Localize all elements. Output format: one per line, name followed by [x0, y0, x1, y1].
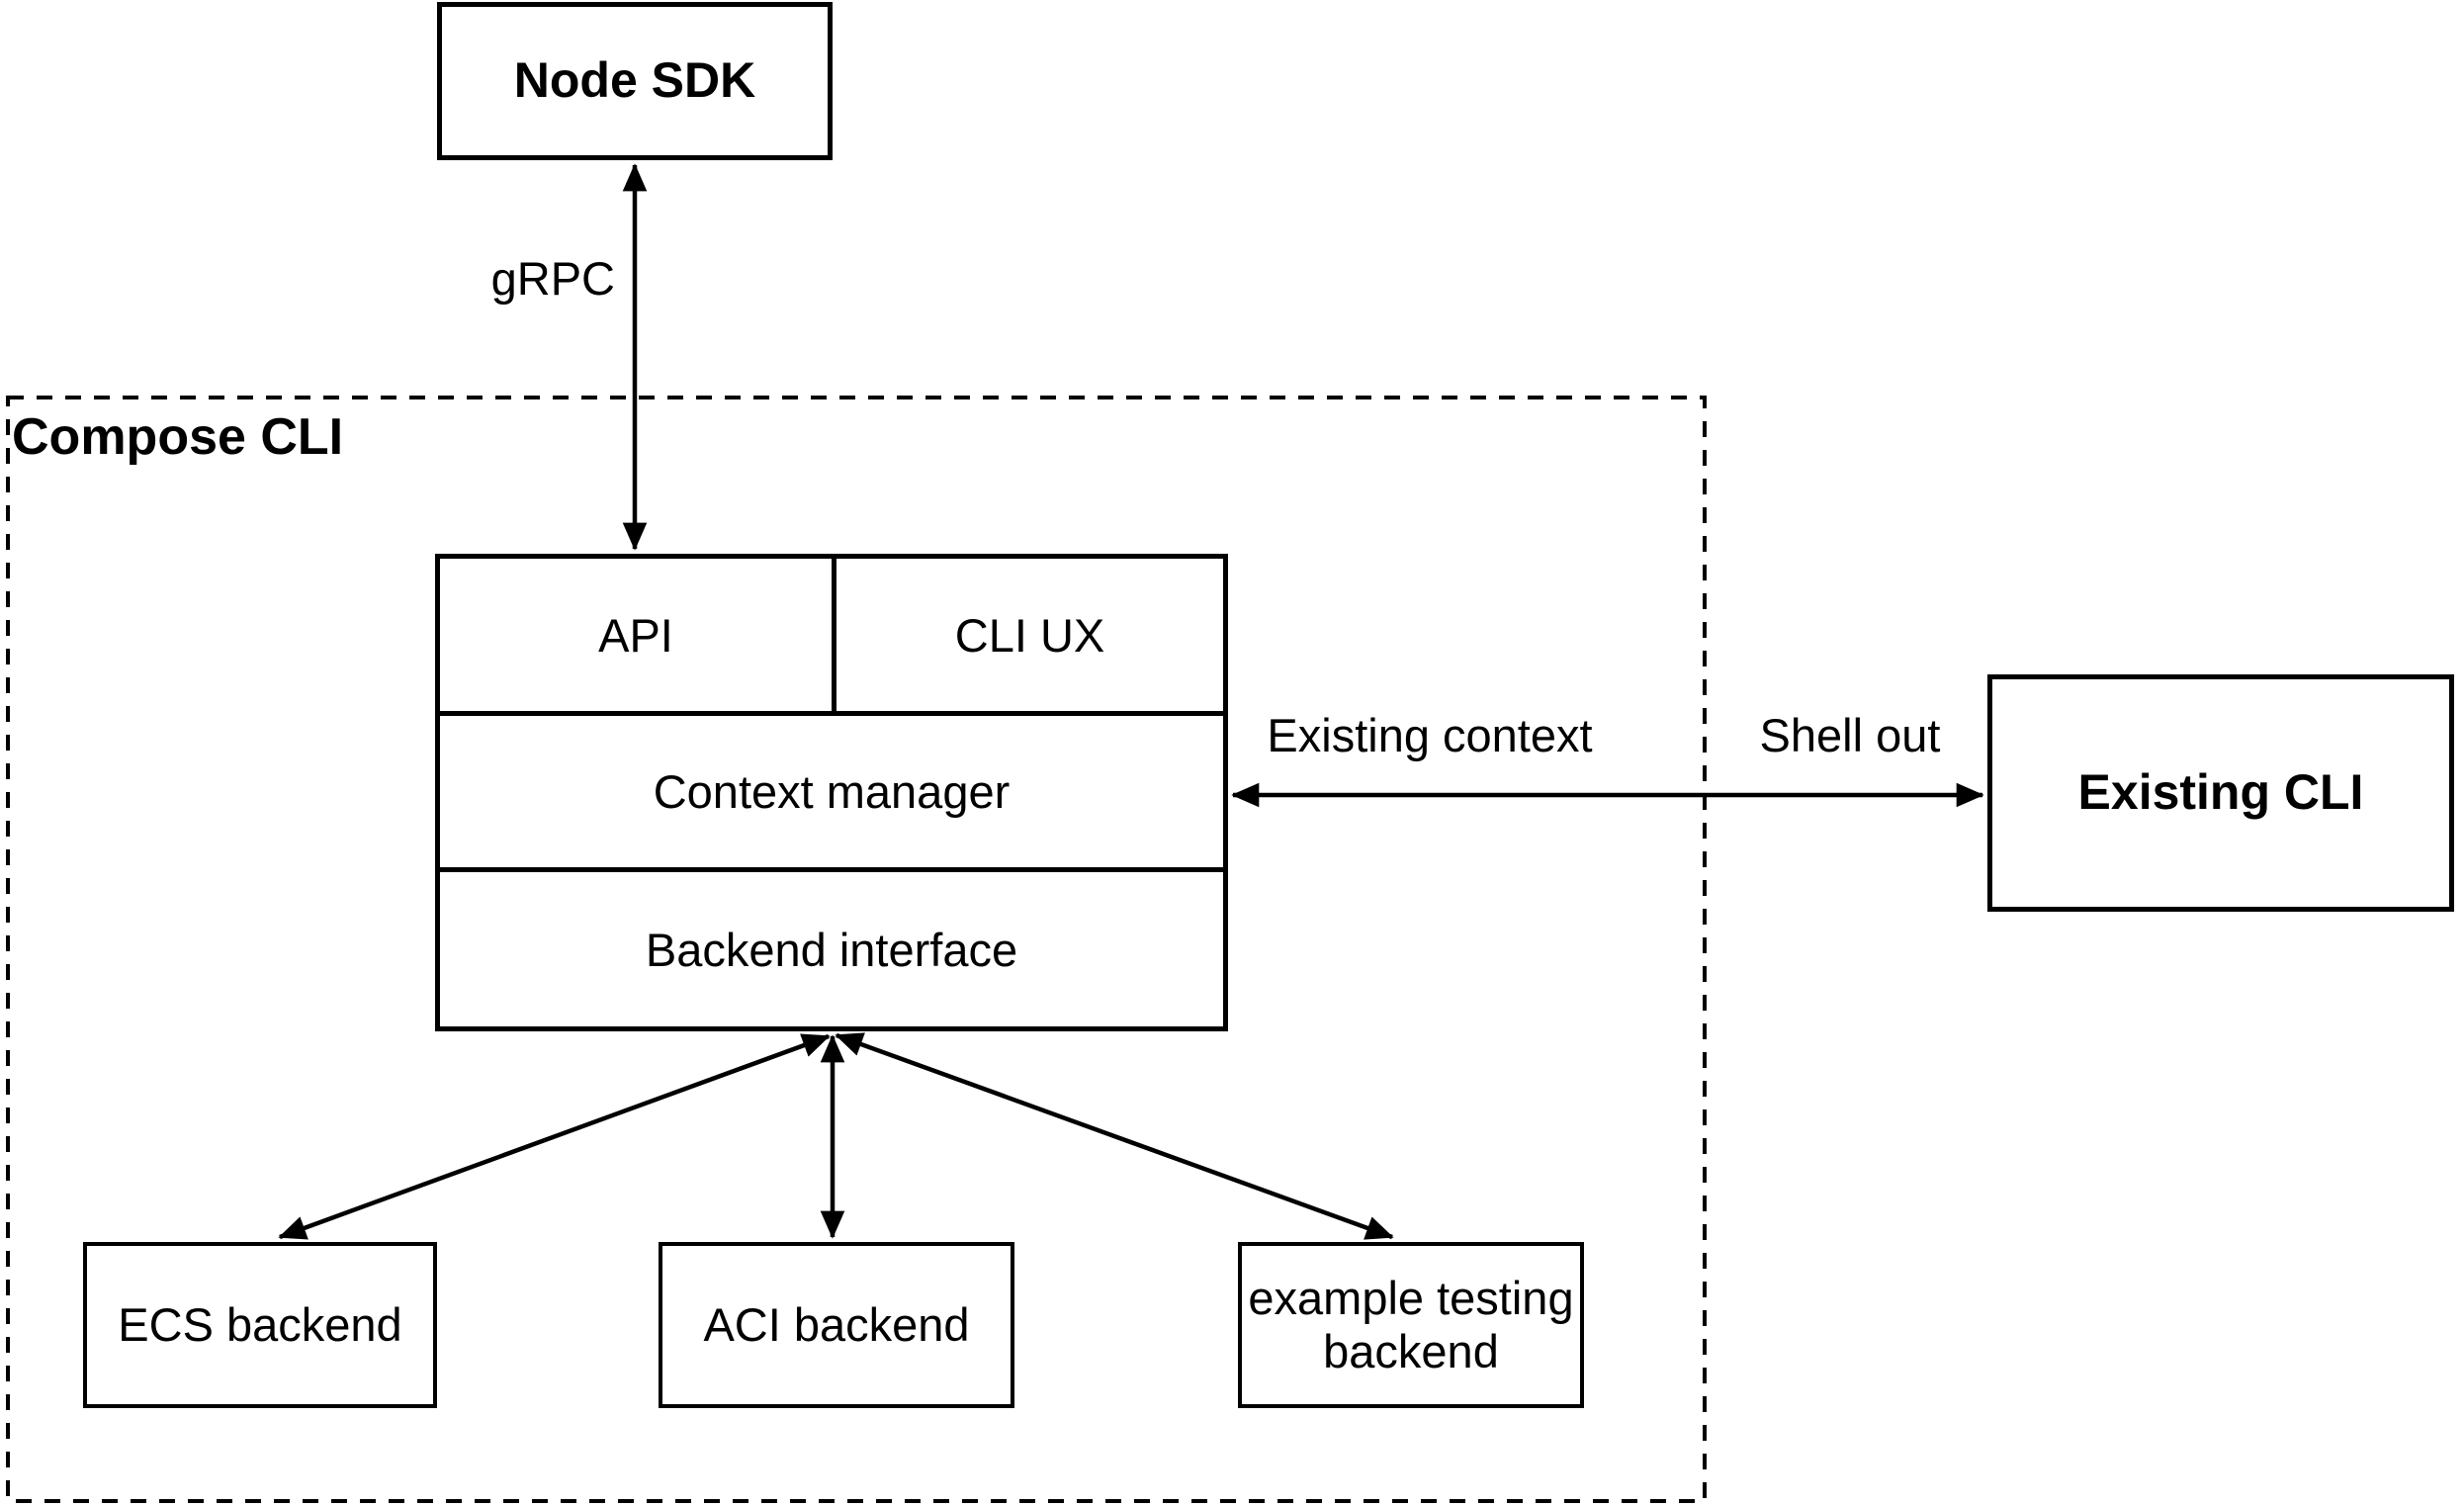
- example-testing-backend-box: example testing backend: [1238, 1242, 1584, 1408]
- aci-backend-box: ACI backend: [659, 1242, 1014, 1408]
- api-box: API: [440, 559, 836, 711]
- compose-cli-container-label: Compose CLI: [12, 408, 344, 466]
- compose-cli-dashed-border: [6, 396, 1707, 1503]
- shell-out-edge-label: Shell out: [1726, 708, 1974, 763]
- grpc-edge-label: gRPC: [415, 251, 615, 307]
- ecs-backend-arrow: [278, 1033, 831, 1240]
- existing-context-edge-label: Existing context: [1232, 708, 1628, 763]
- node-sdk-box: Node SDK: [437, 2, 833, 160]
- cli-ux-box: CLI UX: [954, 608, 1105, 662]
- api-cliux-row: API CLI UX: [440, 559, 1223, 716]
- example-backend-arrow: [835, 1032, 1394, 1240]
- ecs-backend-box: ECS backend: [83, 1242, 437, 1408]
- backend-interface-box: Backend interface: [645, 923, 1018, 976]
- compose-cli-core-box: API CLI UX Context manager Backend inter…: [435, 554, 1228, 1031]
- existing-cli-box: Existing CLI: [1987, 674, 2454, 912]
- context-manager-box: Context manager: [440, 716, 1223, 872]
